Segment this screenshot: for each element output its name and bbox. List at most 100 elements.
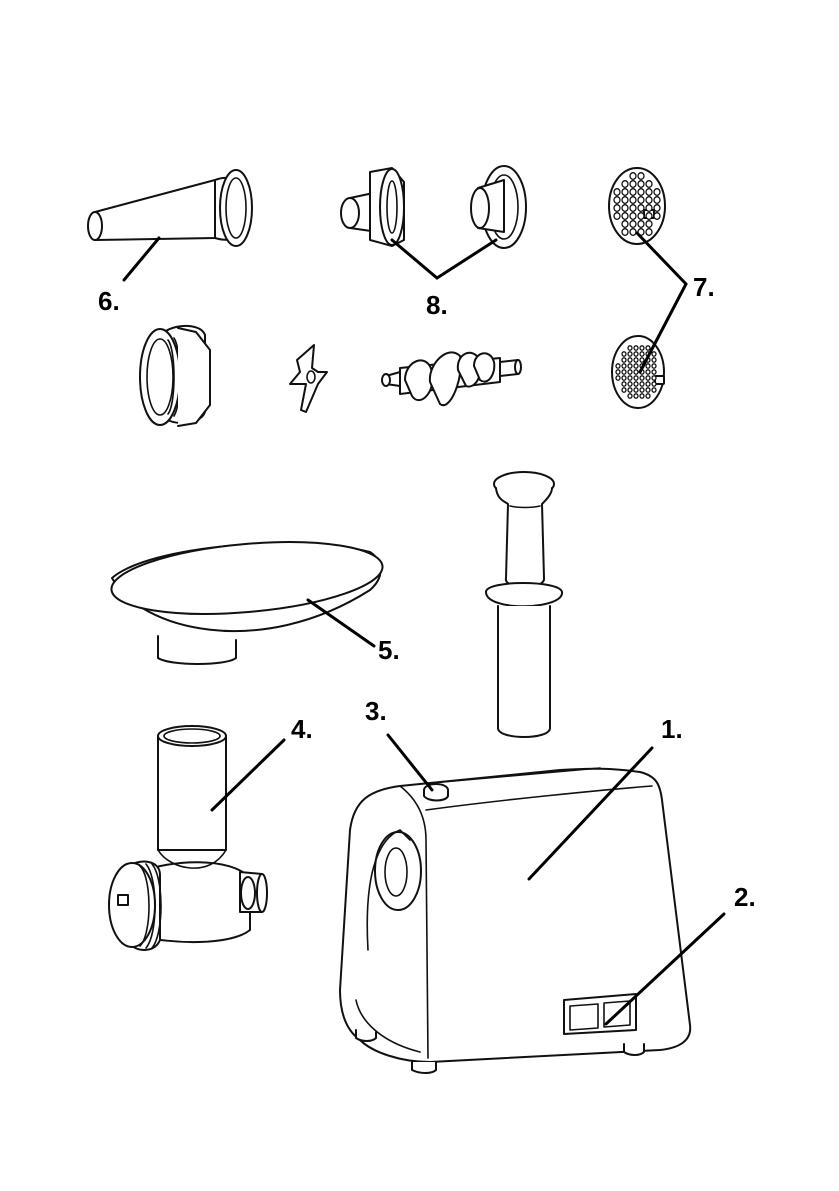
pusher [486, 472, 562, 737]
callout-3: 3. [365, 696, 387, 726]
fine-plate-hole [640, 346, 644, 350]
coarse-plate-hole [654, 213, 660, 220]
coarse-plate-hole [654, 197, 660, 204]
coarse-plate-hole [622, 181, 628, 188]
callout-1: 1. [661, 714, 683, 744]
callout-5: 5. [378, 635, 400, 665]
coarse-plate-hole [614, 205, 620, 212]
fine-plate-hole [622, 382, 626, 386]
fine-plate-hole [616, 376, 620, 380]
blade [290, 345, 327, 412]
coarse-plate-hole [638, 197, 644, 204]
fine-plate-hole [628, 364, 632, 368]
fine-plate-hole [652, 370, 656, 374]
fine-plate-hole [628, 370, 632, 374]
fine-plate-hole [622, 352, 626, 356]
fine-plate-hole [646, 370, 650, 374]
fine-plate-hole [628, 346, 632, 350]
coarse-plate-hole [646, 229, 652, 236]
coarse-plate-hole [630, 205, 636, 212]
coarse-plate-hole [638, 181, 644, 188]
fine-plate-hole [640, 376, 644, 380]
ring-nut [140, 326, 210, 426]
fine-plate-hole [640, 394, 644, 398]
coarse-plate-hole [622, 197, 628, 204]
coarse-plate-hole [614, 213, 620, 220]
fine-plate-hole [634, 388, 638, 392]
coarse-plate-hole [630, 197, 636, 204]
coarse-plate-hole [630, 221, 636, 228]
callout-7: 7. [693, 272, 715, 302]
coarse-plate-hole [630, 229, 636, 236]
fine-plate-hole [634, 358, 638, 362]
fine-plate-hole [646, 382, 650, 386]
fine-plate-hole [628, 394, 632, 398]
coarse-plate-hole [630, 173, 636, 180]
auger [382, 352, 521, 405]
coarse-plate-hole [622, 205, 628, 212]
leader-line-8 [392, 240, 496, 278]
callout-6: 6. [98, 286, 120, 316]
coarse-plate-hole [646, 221, 652, 228]
fine-plate-hole [628, 376, 632, 380]
coarse-plate-hole [638, 173, 644, 180]
fine-plate-hole [640, 358, 644, 362]
fine-plate-hole [652, 364, 656, 368]
coarse-plate-hole [630, 189, 636, 196]
fine-plate-hole [634, 346, 638, 350]
fine-plate-hole [646, 376, 650, 380]
coarse-plate-hole [630, 181, 636, 188]
coarse-plate-hole [646, 181, 652, 188]
coarse-plate-hole [622, 221, 628, 228]
coarse-plate-hole [646, 197, 652, 204]
fine-plate-hole [652, 352, 656, 356]
coarse-plate-hole [638, 213, 644, 220]
callout-4: 4. [291, 714, 313, 744]
sausage-attachment [88, 170, 252, 246]
fine-plate-hole [646, 364, 650, 368]
grinding-plate-fine [612, 336, 664, 408]
fine-plate-hole [634, 376, 638, 380]
fine-plate-hole [640, 388, 644, 392]
fine-plate-hole [628, 382, 632, 386]
fine-plate-hole [652, 376, 656, 380]
fine-plate-hole [622, 370, 626, 374]
coarse-plate-hole [614, 189, 620, 196]
fine-plate-hole [634, 370, 638, 374]
fine-plate-hole [616, 370, 620, 374]
fine-plate-hole [622, 358, 626, 362]
coarse-plate-hole [646, 205, 652, 212]
fine-plate-hole [646, 388, 650, 392]
fine-plate-hole [622, 376, 626, 380]
coarse-plate-hole [630, 213, 636, 220]
fine-plate-hole [628, 358, 632, 362]
coarse-plate-hole [622, 229, 628, 236]
coarse-plate-hole [646, 189, 652, 196]
coarse-plate-hole [638, 189, 644, 196]
callout-8: 8. [426, 290, 448, 320]
fine-plate-hole [646, 394, 650, 398]
coarse-plate-hole [654, 189, 660, 196]
fine-plate-hole [622, 388, 626, 392]
fine-plate-hole [652, 358, 656, 362]
fine-plate-hole [652, 382, 656, 386]
feed-tray [109, 532, 386, 664]
leader-line-6 [124, 238, 159, 280]
kebbe-attachment-left [341, 168, 404, 246]
coarse-plate-hole [614, 197, 620, 204]
coarse-plate-hole [654, 205, 660, 212]
fine-plate-hole [616, 364, 620, 368]
fine-plate-hole [646, 346, 650, 350]
coarse-plate-hole [622, 213, 628, 220]
motor-housing [340, 768, 690, 1073]
fine-plate-hole [634, 364, 638, 368]
fine-plate-hole [628, 352, 632, 356]
fine-plate-hole [652, 388, 656, 392]
grinder-head [109, 726, 267, 950]
coarse-plate-hole [646, 213, 652, 220]
fine-plate-hole [640, 382, 644, 386]
leader-line-3 [388, 735, 432, 790]
fine-plate-hole [634, 394, 638, 398]
fine-plate-hole [640, 352, 644, 356]
coarse-plate-hole [622, 189, 628, 196]
